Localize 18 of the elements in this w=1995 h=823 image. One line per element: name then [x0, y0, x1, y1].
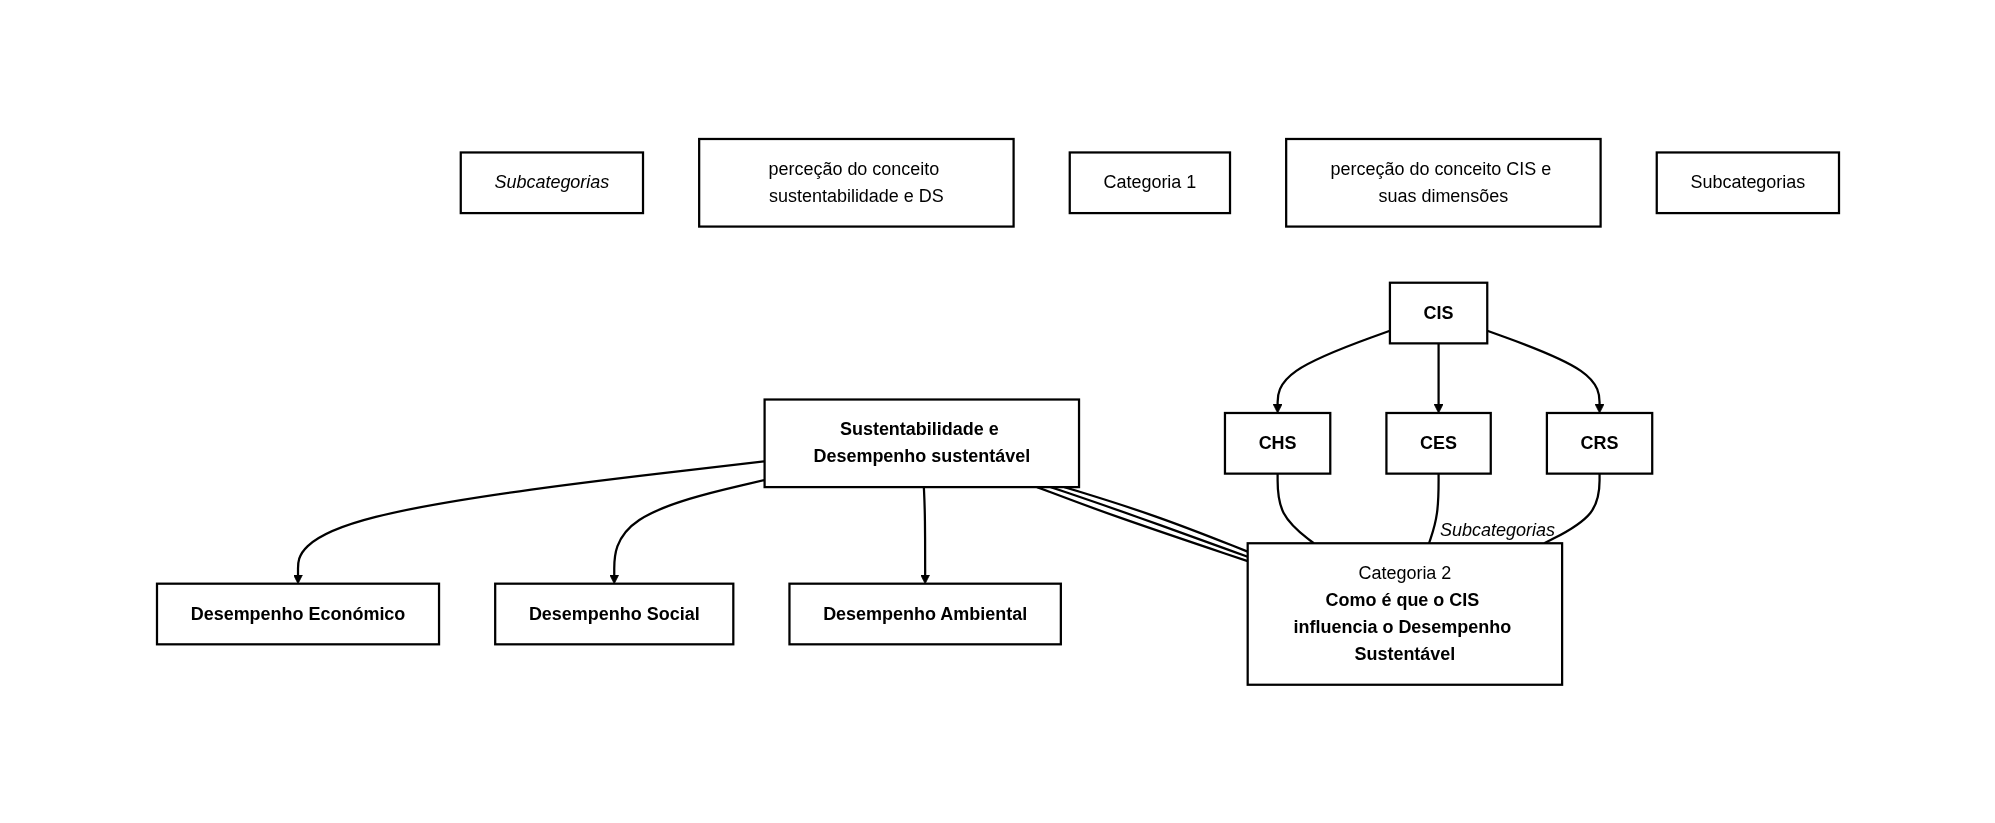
- node-box: Categoria 1: [1068, 150, 1231, 214]
- node-box: Sustentabilidade e Desempenho sustentável: [762, 398, 1080, 488]
- node-box: CRS: [1545, 411, 1653, 475]
- node-box: perceção do conceito sustentabilidade e DS: [697, 137, 1015, 228]
- node-box: Subcategorias: [459, 150, 644, 214]
- node-box: Categoria 2 Como é que o CIS influencia o Desempenho Sustentável: [1246, 541, 1563, 686]
- arrow: [292, 459, 765, 584]
- arrow: [608, 478, 765, 584]
- node-box: Desempenho Económico: [155, 582, 440, 646]
- node-box: CHS: [1223, 411, 1331, 475]
- node-box: perceção do conceito CIS e suas dimensões: [1284, 137, 1602, 228]
- node-box: Subcategorias: [1655, 150, 1840, 214]
- arrow: [919, 486, 930, 584]
- node-box: Desempenho Social: [493, 582, 734, 646]
- node-box: CES: [1384, 411, 1492, 475]
- node-box: CIS: [1388, 281, 1488, 345]
- note-text: Subcategorias: [1440, 520, 1556, 541]
- node-box: Desempenho Ambiental: [787, 582, 1062, 646]
